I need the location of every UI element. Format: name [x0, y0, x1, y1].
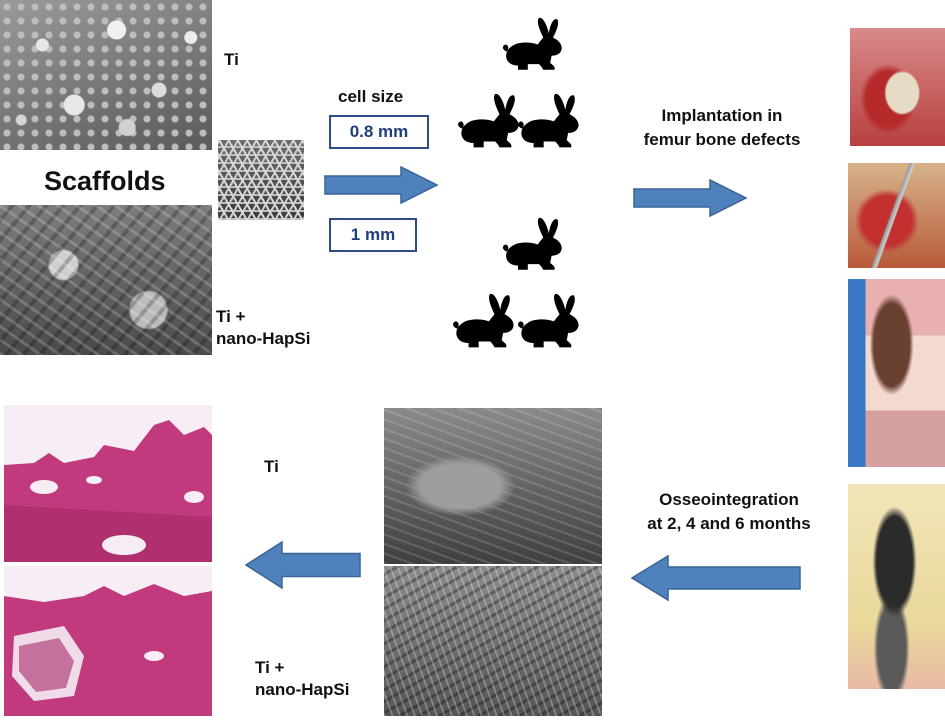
- rabbit-group-lower: [453, 217, 579, 348]
- sem-image-ti-hapsi-scaffold: [0, 205, 212, 355]
- cell-size-0-8mm-box: 0.8 mm: [329, 115, 429, 149]
- cell-size-label: cell size: [338, 87, 404, 106]
- implantation-label: Implantation in femur bone defects: [643, 106, 801, 149]
- rabbit-icon: [502, 217, 562, 270]
- rabbit-icon: [453, 293, 514, 348]
- scaffold-photo: [218, 140, 304, 220]
- cell-size-1mm-box: 1 mm: [329, 218, 417, 252]
- rabbit-icon: [458, 93, 519, 148]
- arrow-right-scaffolds-to-rabbits-icon: [324, 165, 439, 205]
- surgery-photo-2: [848, 163, 945, 268]
- rabbit-icon: [518, 93, 579, 148]
- sem-image-ti-scaffold: [0, 0, 212, 150]
- histology-image-ti: [4, 405, 212, 562]
- label-ti-hapsi-bottom: Ti + nano-HapSi: [255, 658, 350, 699]
- sem-image-ti-bone: [384, 408, 602, 564]
- histology-image-ti-hapsi: [4, 566, 212, 716]
- surgery-photo-1: [850, 28, 945, 146]
- rabbit-group-upper: [458, 17, 579, 148]
- arrow-left-to-histology-icon: [244, 540, 361, 590]
- label-ti-bottom: Ti: [264, 457, 279, 476]
- surgery-photo-4: [848, 484, 945, 689]
- rabbit-icon: [502, 17, 562, 70]
- arrow-right-rabbits-to-implantation-icon: [633, 178, 748, 218]
- label-ti-top: Ti: [224, 50, 239, 69]
- scaffolds-title: Scaffolds: [44, 166, 166, 196]
- osseointegration-label: Osseointegration at 2, 4 and 6 months: [647, 490, 811, 533]
- arrow-left-to-sem-icon: [630, 554, 801, 602]
- histology-ti-drawing: [4, 405, 212, 562]
- sem-image-ti-hapsi-bone: [384, 566, 602, 716]
- surgery-photo-3: [848, 279, 945, 467]
- label-ti-hapsi-top: Ti + nano-HapSi: [216, 307, 311, 348]
- rabbit-icon: [518, 293, 579, 348]
- histology-ti-hapsi-drawing: [4, 566, 212, 716]
